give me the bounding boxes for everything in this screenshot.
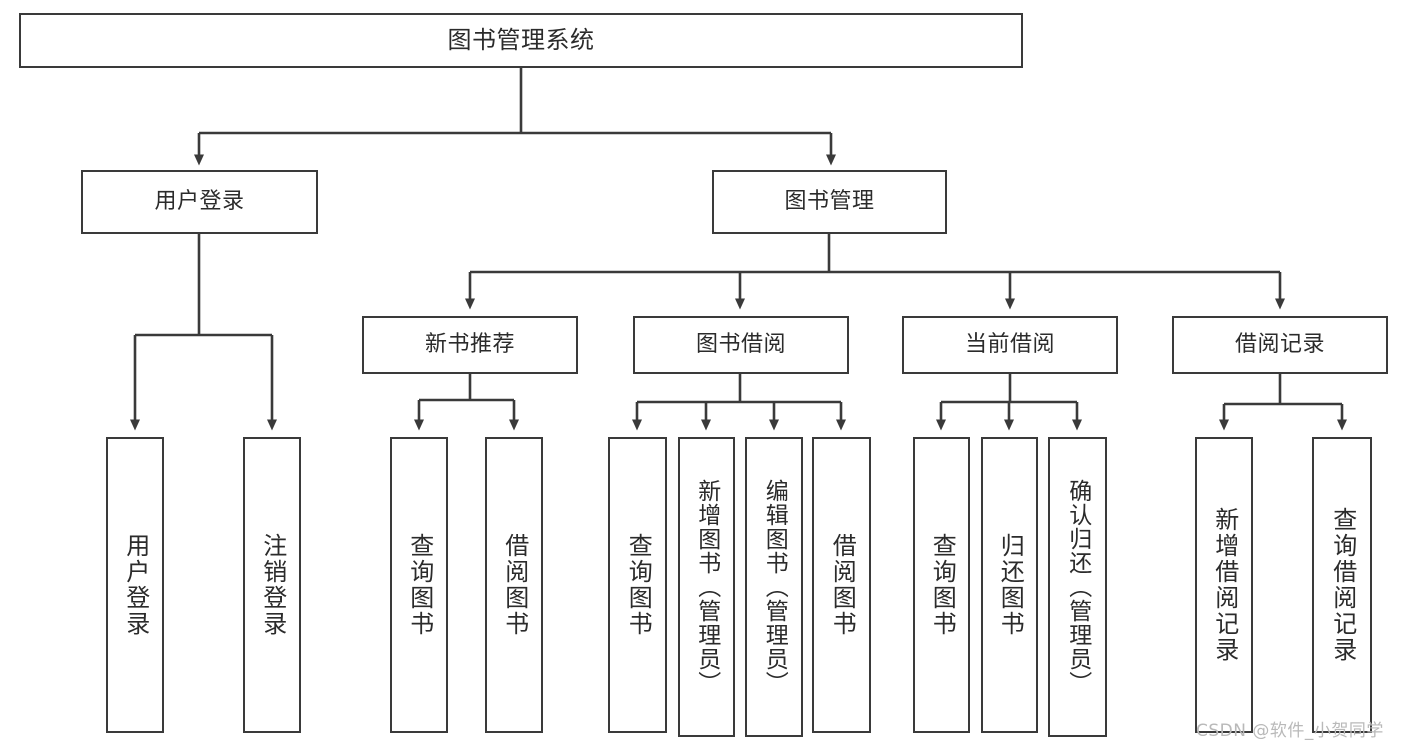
node-new-book-rec[interactable]: 新书推荐: [362, 316, 578, 374]
node-leaf-cur-confirm-return-label: 确认归还（管理员）: [1064, 479, 1091, 695]
node-root-label: 图书管理系统: [447, 26, 595, 55]
node-leaf-user-logout-label: 注销登录: [258, 533, 287, 637]
node-new-book-rec-label: 新书推荐: [424, 331, 515, 357]
node-leaf-rec-query-record[interactable]: 查询借阅记录: [1312, 437, 1372, 733]
node-leaf-rec-query-book-label: 查询图书: [405, 533, 434, 637]
node-leaf-cur-return-book[interactable]: 归还图书: [981, 437, 1038, 733]
node-leaf-user-login-label: 用户登录: [121, 533, 150, 637]
node-leaf-borrow-add-book-label: 新增图书（管理员）: [693, 479, 720, 695]
node-leaf-borrow-query-book[interactable]: 查询图书: [608, 437, 667, 733]
node-leaf-rec-add-record-label: 新增借阅记录: [1210, 507, 1239, 663]
node-leaf-borrow-query-book-label: 查询图书: [624, 533, 653, 637]
node-book-borrow-label: 图书借阅: [695, 331, 786, 357]
node-borrow-record[interactable]: 借阅记录: [1172, 316, 1388, 374]
node-leaf-cur-query-book[interactable]: 查询图书: [913, 437, 970, 733]
node-leaf-user-login[interactable]: 用户登录: [106, 437, 164, 733]
node-leaf-rec-borrow-book-label: 借阅图书: [500, 533, 529, 637]
node-user-login[interactable]: 用户登录: [81, 170, 318, 234]
node-book-manage[interactable]: 图书管理: [712, 170, 947, 234]
node-book-manage-label: 图书管理: [784, 188, 875, 214]
node-leaf-rec-add-record[interactable]: 新增借阅记录: [1195, 437, 1253, 733]
node-current-borrow-label: 当前借阅: [964, 331, 1055, 357]
node-leaf-cur-confirm-return[interactable]: 确认归还（管理员）: [1048, 437, 1107, 737]
node-user-login-label: 用户登录: [154, 188, 245, 214]
node-current-borrow[interactable]: 当前借阅: [902, 316, 1118, 374]
node-leaf-cur-return-book-label: 归还图书: [996, 533, 1025, 637]
node-leaf-rec-query-book[interactable]: 查询图书: [390, 437, 448, 733]
node-leaf-user-logout[interactable]: 注销登录: [243, 437, 301, 733]
node-leaf-rec-query-record-label: 查询借阅记录: [1328, 507, 1357, 663]
node-root[interactable]: 图书管理系统: [19, 13, 1023, 68]
node-leaf-borrow-borrow-book-label: 借阅图书: [828, 533, 857, 637]
csdn-watermark: CSDN @软件_小贺同学: [1196, 721, 1384, 741]
node-leaf-borrow-edit-book-label: 编辑图书（管理员）: [761, 479, 788, 695]
node-leaf-borrow-add-book[interactable]: 新增图书（管理员）: [678, 437, 735, 737]
node-book-borrow[interactable]: 图书借阅: [633, 316, 849, 374]
node-leaf-rec-borrow-book[interactable]: 借阅图书: [485, 437, 543, 733]
node-leaf-borrow-edit-book[interactable]: 编辑图书（管理员）: [745, 437, 803, 737]
node-leaf-borrow-borrow-book[interactable]: 借阅图书: [812, 437, 871, 733]
node-leaf-cur-query-book-label: 查询图书: [928, 533, 957, 637]
node-borrow-record-label: 借阅记录: [1234, 331, 1325, 357]
